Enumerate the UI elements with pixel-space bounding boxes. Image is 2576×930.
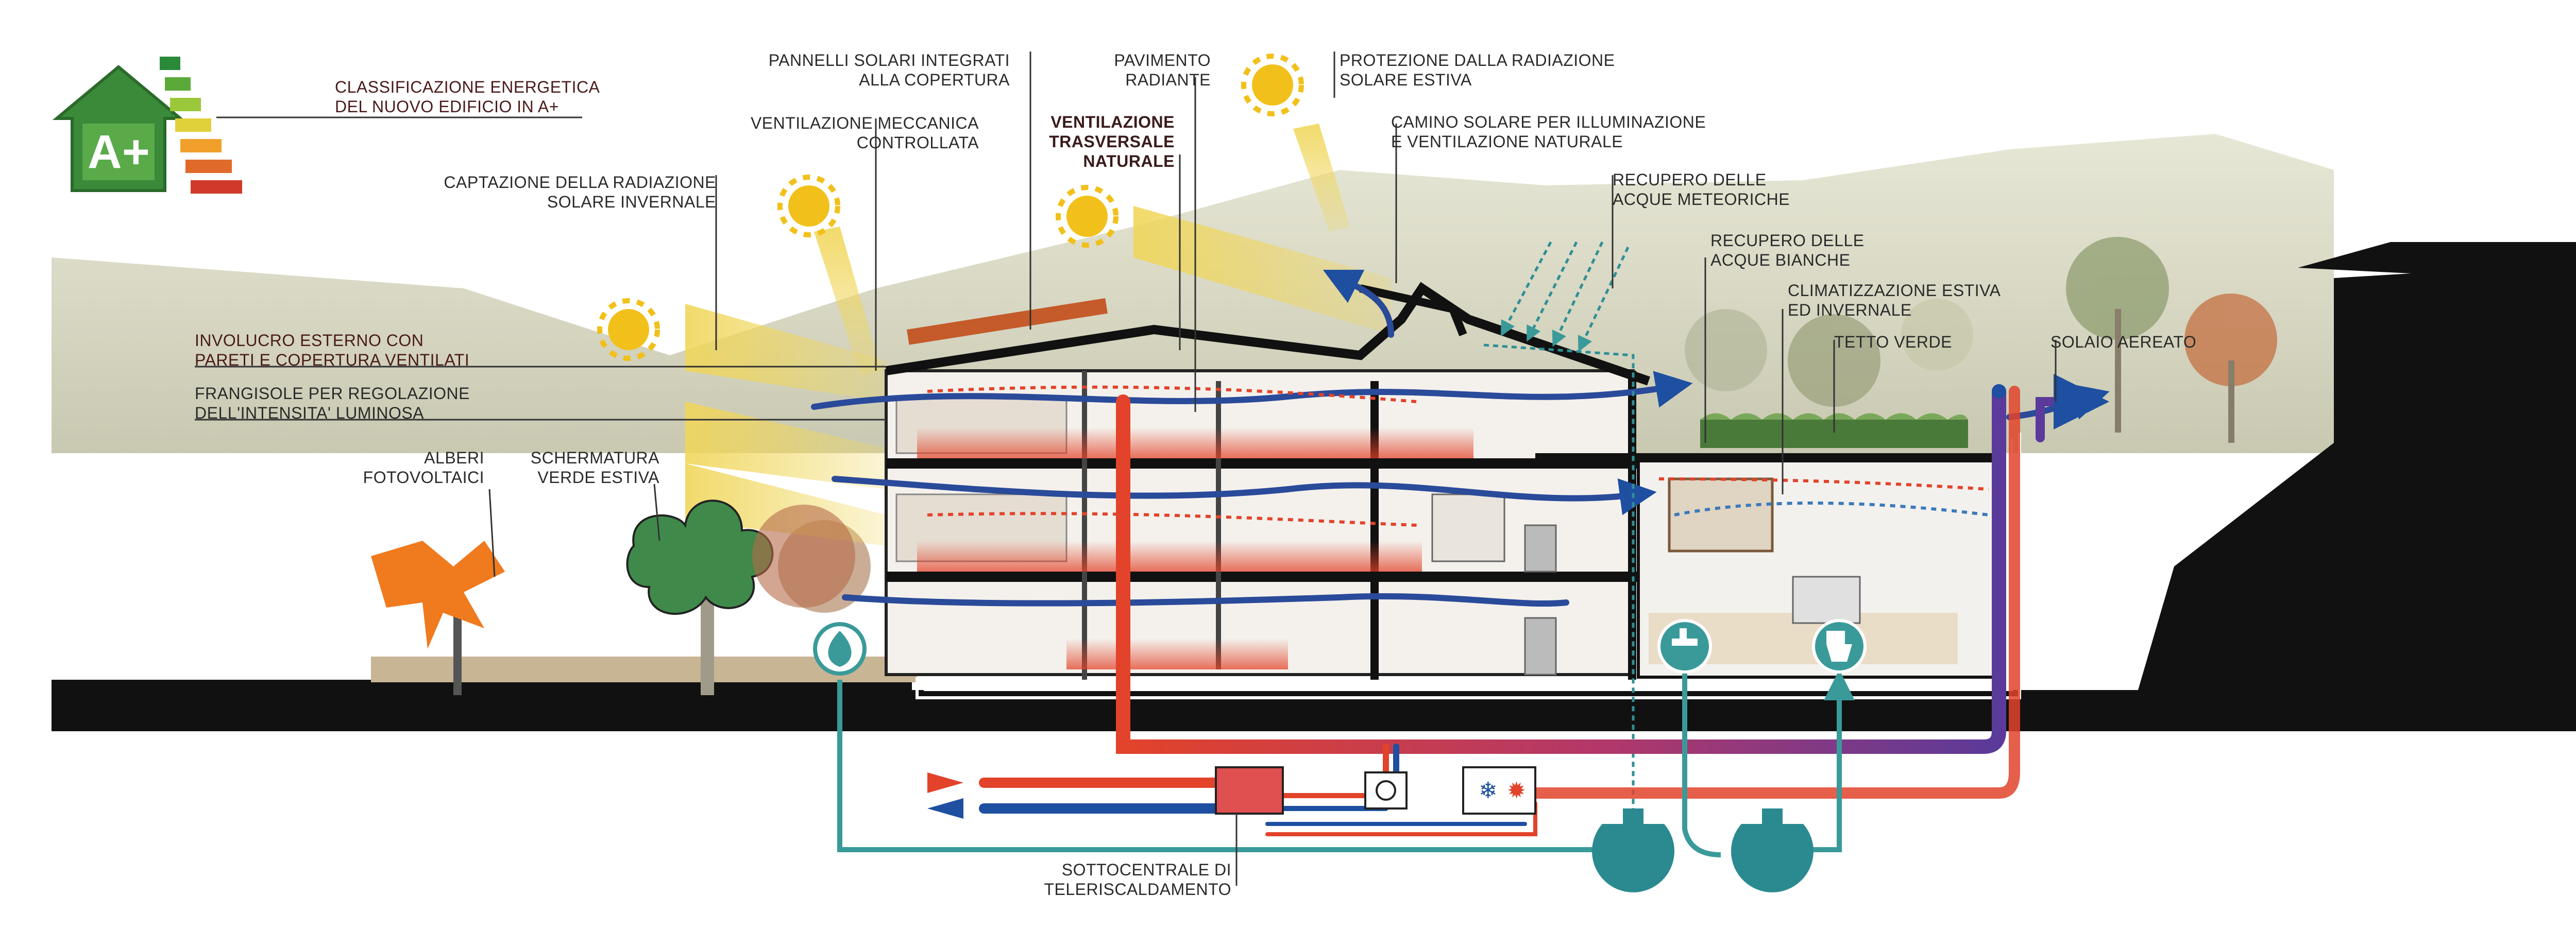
- energy-class-badge-text: A+: [88, 126, 150, 178]
- water-tank-icon: [1591, 808, 1674, 892]
- service-pipes: [979, 374, 2109, 836]
- energy-class-title: CLASSIFICAZIONE ENERGETICA DEL NUOVO EDI…: [335, 78, 600, 116]
- label-pannelli: PANNELLI SOLARI INTEGRATI ALLA COPERTURA: [768, 51, 1010, 89]
- hillside-background: [52, 134, 2334, 453]
- label-schermatura: SCHERMATURA VERDE ESTIVA: [530, 449, 659, 487]
- district-heating-substation: [1215, 766, 1284, 815]
- sun-icon: [1056, 185, 1118, 248]
- snowflake-icon: ❄: [1479, 778, 1498, 804]
- label-protezione: PROTEZIONE DALLA RADIAZIONE SOLARE ESTIV…: [1340, 51, 1615, 89]
- label-solaio: SOLAIO AEREATO: [2050, 333, 2197, 351]
- sun-icon: [777, 175, 840, 237]
- ground-section: [52, 268, 2504, 731]
- district-heating-arrows: [927, 772, 963, 819]
- label-involucro: INVOLUCRO ESTERNO CON PARETI E COPERTURA…: [195, 331, 470, 369]
- rainwater-arrows: [1483, 241, 1641, 847]
- natural-ventilation-flows: [811, 269, 2110, 607]
- heat-icon: ✹: [1507, 778, 1526, 804]
- heat-pump-unit: [1462, 766, 1536, 815]
- faucet-icon: [1657, 619, 1712, 674]
- energy-house-icon: [52, 57, 242, 194]
- label-sottocentrale: SOTTOCENTRALE DI TELERISCALDAMENTO: [1044, 860, 1231, 899]
- mechanical-ventilation-loops: [927, 385, 1989, 527]
- label-frangisole: FRANGISOLE PER REGOLAZIONE DELL'INTENSIT…: [195, 384, 470, 422]
- label-camino: CAMINO SOLARE PER ILLUMINAZIONE E VENTIL…: [1391, 113, 1706, 151]
- photovoltaic-tree: [371, 541, 505, 695]
- fan-icon: [1364, 771, 1408, 810]
- label-captazione: CAPTAZIONE DELLA RADIAZIONE SOLARE INVER…: [444, 173, 716, 211]
- toilet-icon: [1812, 619, 1867, 674]
- label-bianche: RECUPERO DELLE ACQUE BIANCHE: [1710, 231, 1865, 269]
- label-climatizzazione: CLIMATIZZAZIONE ESTIVA ED INVERNALE: [1788, 281, 2001, 319]
- leader-lines: [195, 51, 2057, 886]
- neighbor-building: [2298, 242, 2576, 731]
- leaf-icon: [813, 622, 867, 676]
- label-meteoriche: RECUPERO DELLE ACQUE METEORICHE: [1613, 170, 1790, 209]
- label-tetto-verde: TETTO VERDE: [1834, 333, 1952, 351]
- label-ventilazione-trasversale: VENTILAZIONE TRASVERSALE NATURALE: [1049, 113, 1175, 170]
- label-ventilazione-meccanica: VENTILAZIONE MECCANICA CONTROLLATA: [750, 114, 979, 152]
- water-tank-icon: [1731, 808, 1814, 892]
- autumn-tree: [752, 505, 855, 608]
- solar-panels-roof: [907, 298, 1108, 345]
- label-pavimento: PAVIMENTO RADIANTE: [1114, 51, 1211, 89]
- label-alberi: ALBERI FOTOVOLTAICI: [363, 449, 484, 487]
- sun-icon: [597, 298, 660, 361]
- sun-icon: [1241, 54, 1304, 116]
- green-shading-tree: [626, 500, 774, 695]
